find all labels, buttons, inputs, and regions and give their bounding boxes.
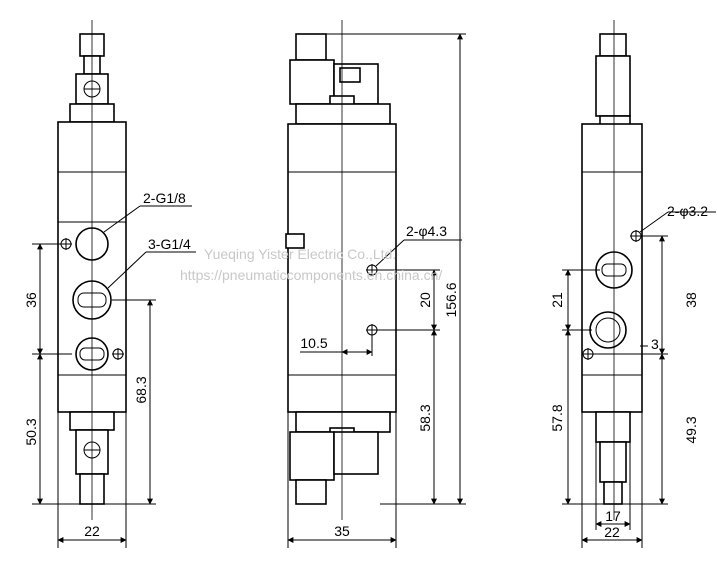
end-view: 2-φ3.2 21 57.8 38 3 49.3 17 22 (549, 20, 716, 548)
side-bottom-solenoid (289, 431, 335, 481)
side-mount-hole-label: 2-φ4.3 (406, 223, 447, 239)
end-dim-offset: 3 (651, 336, 659, 352)
end-dim-port-spacing-right: 38 (683, 292, 699, 308)
front-port-g18-label: 2-G1/8 (143, 190, 186, 206)
end-top-plug (599, 33, 627, 57)
side-dim-hole-height: 58.3 (417, 404, 433, 431)
side-view: 2-φ4.3 10.5 20 58.3 156.6 35 (285, 20, 466, 548)
side-dim-width: 35 (334, 523, 350, 539)
watermark-company: Yueqing Yister Electric Co.,Ltd. (204, 246, 396, 262)
side-dim-total-height: 156.6 (443, 282, 459, 317)
end-dim-lower-height-left: 57.8 (549, 404, 565, 431)
end-mount-hole-label: 2-φ3.2 (667, 203, 708, 219)
watermark-url: https://pneumaticcomponents.en.china.cn/ (180, 267, 442, 283)
end-dim-lower-height-right: 49.3 (683, 416, 699, 443)
front-port-g14-label: 3-G1/4 (148, 236, 191, 252)
end-dim-port-spacing-left: 21 (549, 292, 565, 308)
end-bottom-plug (599, 441, 627, 483)
end-dim-inner-width: 17 (605, 508, 621, 524)
front-dim-lower-height: 50.3 (23, 418, 39, 445)
front-view: 2-G1/8 3-G1/4 36 50.3 68.3 22 (23, 20, 196, 548)
front-dim-port-spacing: 36 (23, 292, 39, 308)
front-dim-width: 22 (84, 523, 100, 539)
side-dim-hole-offset: 10.5 (300, 335, 327, 351)
end-port-lower (589, 311, 627, 349)
end-dim-width: 22 (604, 524, 620, 540)
side-dim-hole-spacing: 20 (417, 292, 433, 308)
side-top-solenoid (289, 59, 335, 105)
front-dim-center-height: 68.3 (133, 376, 149, 403)
